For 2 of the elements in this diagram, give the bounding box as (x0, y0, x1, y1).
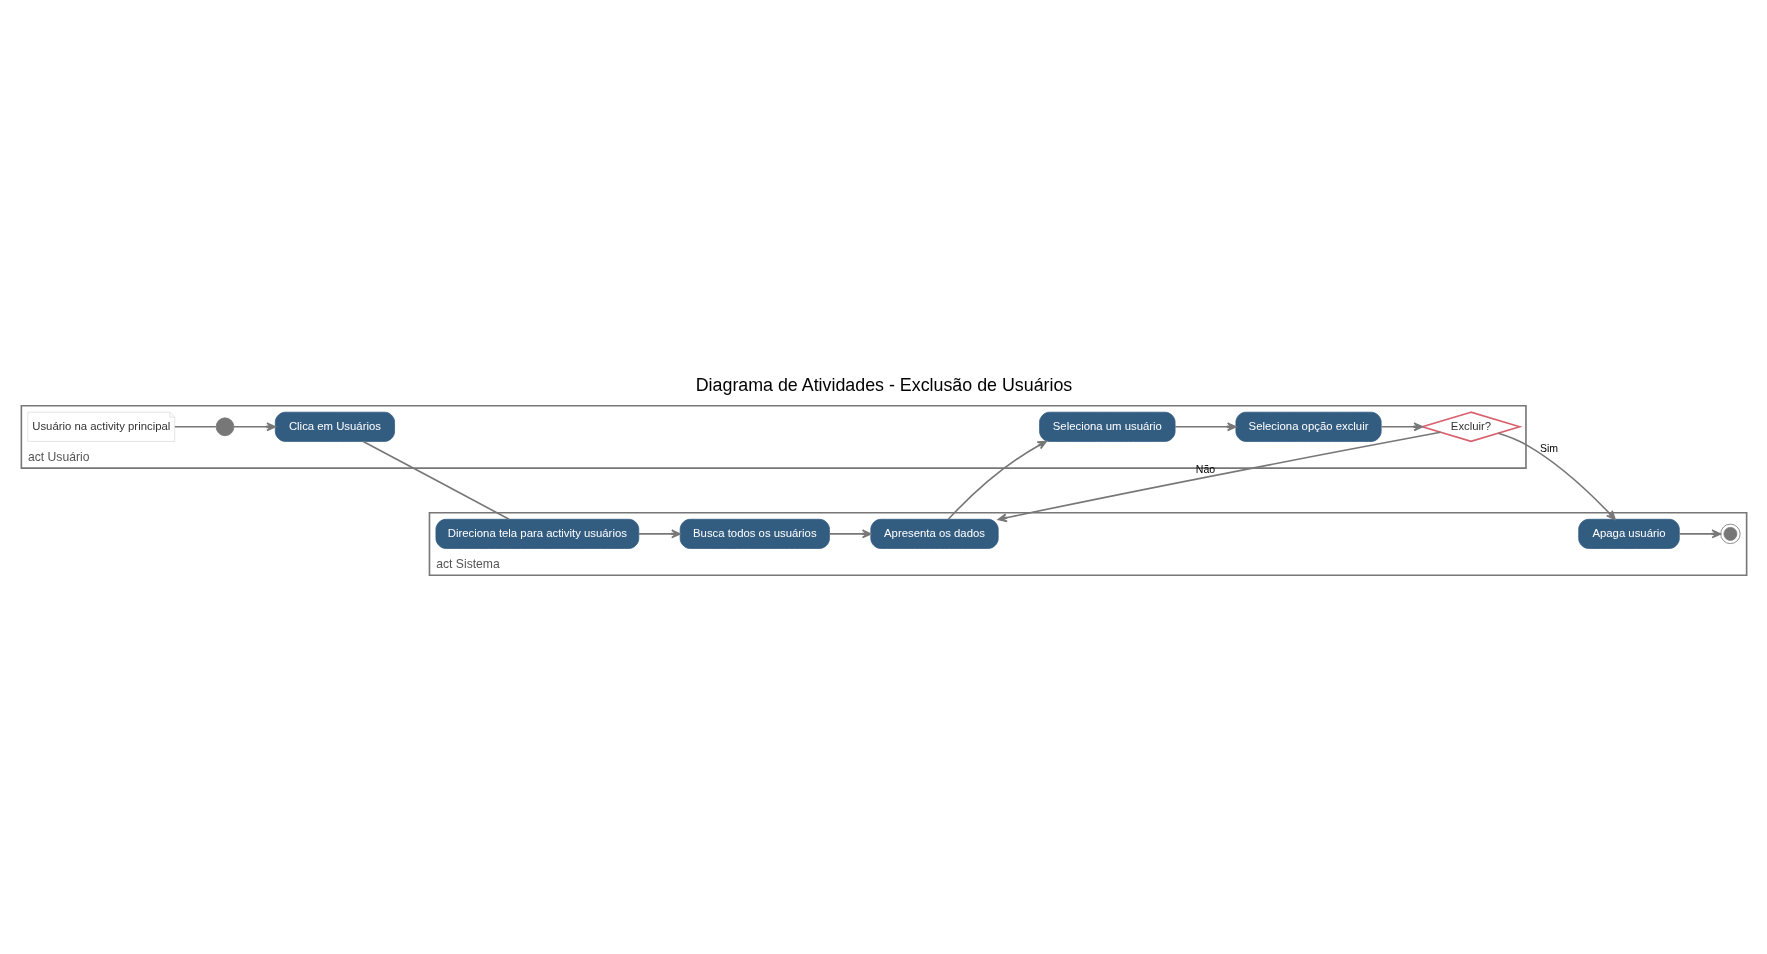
diagram-title: Diagrama de Atividades - Exclusão de Usuários (695, 374, 1072, 395)
edge-label: Sim (1539, 441, 1558, 454)
